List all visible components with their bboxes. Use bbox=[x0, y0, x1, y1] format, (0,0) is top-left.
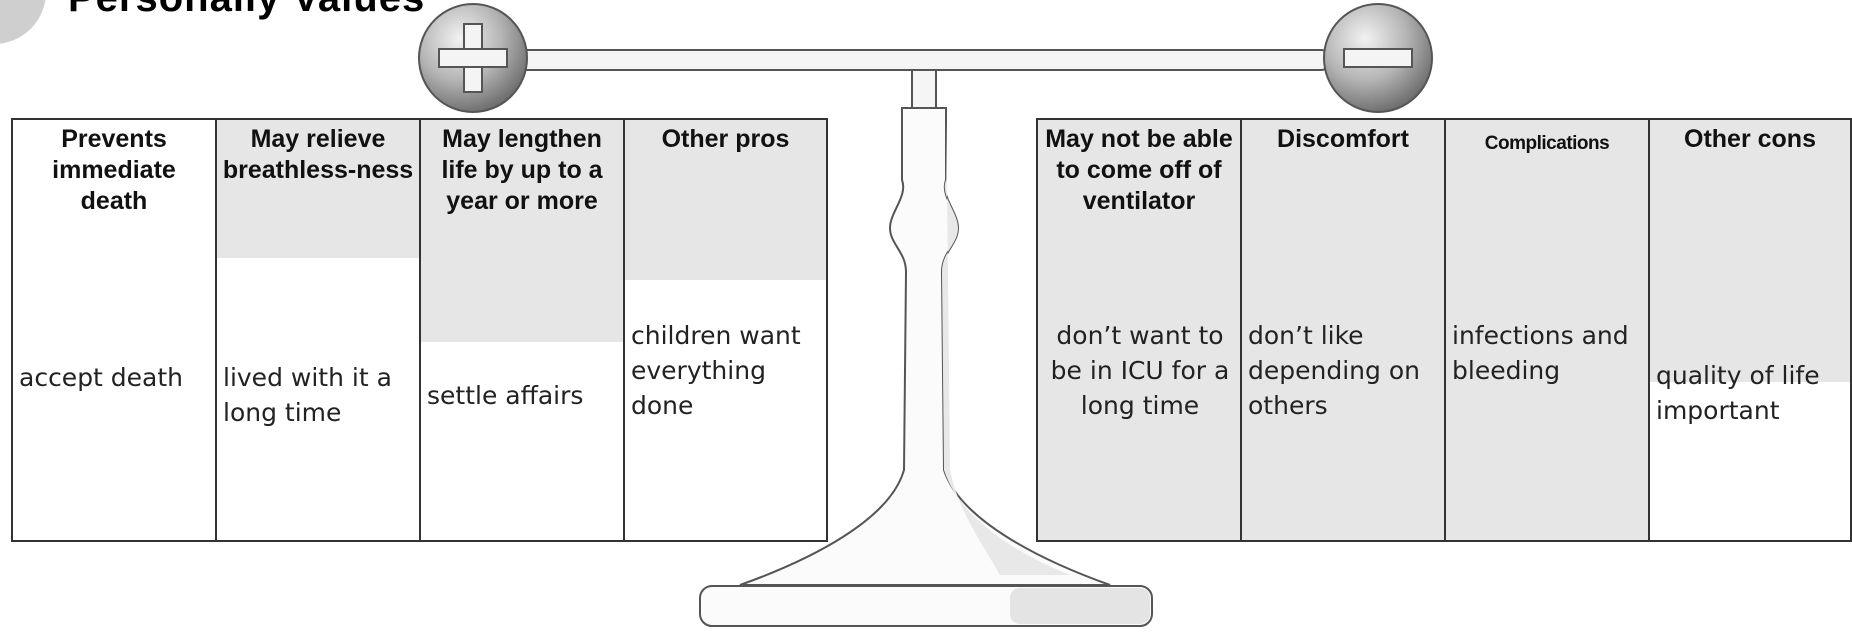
cons-column: Discomfort don’t like depending on other… bbox=[1242, 120, 1446, 540]
pros-board: Prevents immediate death accept death Ma… bbox=[11, 118, 828, 542]
pros-heading: Other pros bbox=[629, 124, 822, 155]
pros-heading: May lengthen life by up to a year or mor… bbox=[425, 124, 619, 217]
cons-column: Complications infections and bleeding bbox=[1446, 120, 1650, 540]
pros-note: accept death bbox=[19, 360, 211, 395]
pros-column: May relieve breathless-ness lived with i… bbox=[217, 120, 421, 540]
cons-note: infections and bleeding bbox=[1452, 318, 1644, 388]
minus-sign bbox=[1344, 49, 1412, 67]
pros-column: Prevents immediate death accept death bbox=[13, 120, 217, 540]
scale-pivot bbox=[912, 70, 936, 108]
pros-column: May lengthen life by up to a year or mor… bbox=[421, 120, 625, 540]
cons-note: quality of life important bbox=[1656, 358, 1846, 428]
cons-heading: May not be able to come off of ventilato… bbox=[1042, 124, 1236, 217]
cons-heading: Complications bbox=[1450, 128, 1644, 159]
cons-note: don’t like depending on others bbox=[1248, 318, 1440, 423]
cons-heading-band bbox=[1650, 120, 1850, 382]
pros-note: children want everything done bbox=[631, 318, 822, 423]
pros-column: Other pros children want everything done bbox=[625, 120, 826, 540]
cons-column: Other cons quality of life important bbox=[1650, 120, 1850, 540]
scale-base-shade bbox=[1010, 588, 1150, 624]
cons-note: don’t want to be in ICU for a long time bbox=[1044, 318, 1236, 423]
pros-note: lived with it a long time bbox=[223, 360, 415, 430]
plus-sign-horizontal bbox=[439, 49, 507, 67]
cons-board: May not be able to come off of ventilato… bbox=[1036, 118, 1852, 542]
cons-column: May not be able to come off of ventilato… bbox=[1038, 120, 1242, 540]
pros-note: settle affairs bbox=[427, 378, 619, 413]
cons-heading: Other cons bbox=[1654, 124, 1846, 155]
pros-heading: May relieve breathless-ness bbox=[221, 124, 415, 186]
page-title: Personally Values bbox=[68, 0, 425, 21]
scale-beam bbox=[470, 50, 1330, 70]
pros-heading: Prevents immediate death bbox=[17, 124, 211, 217]
cons-heading: Discomfort bbox=[1246, 124, 1440, 155]
